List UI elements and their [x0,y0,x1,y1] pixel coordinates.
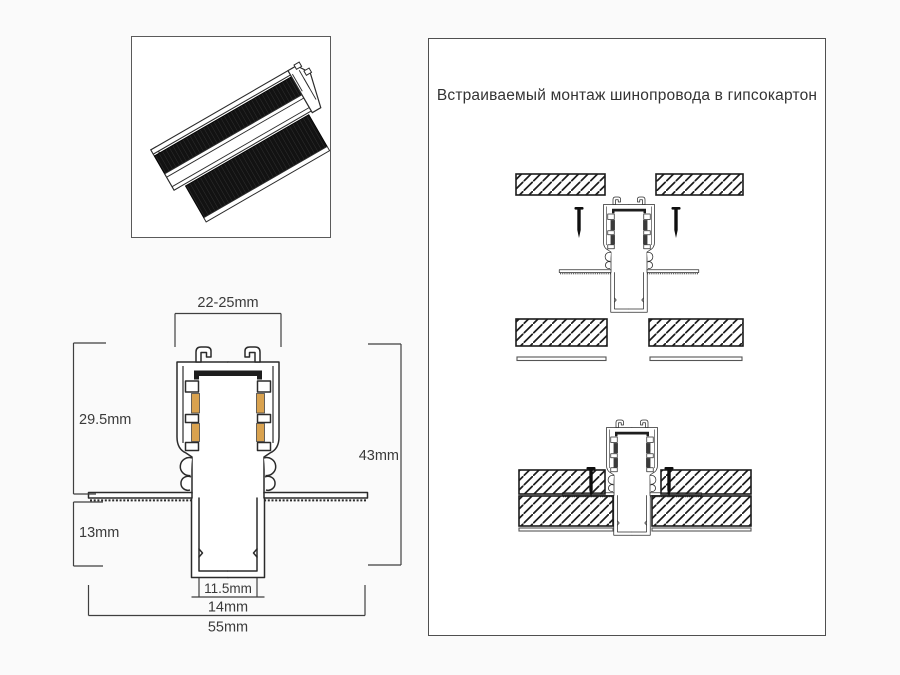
finishing-strip [649,356,743,362]
dim-label-top-width: 22-25mm [197,295,258,311]
installation-panel: Встраиваемый монтаж шинопровода в гипсок… [428,38,826,636]
drywall-slab [648,318,744,347]
cross-section-diagram: 22-25mm 29.5mm 43mm 13mm 11.5mm 14mm 55m… [72,295,402,636]
drywall-slab [515,173,606,196]
dim-label-channel-width: 14mm [208,600,248,616]
screw-icon [574,207,584,238]
dim-label-inner-width: 11.5mm [204,581,252,596]
screw-icon [671,207,681,238]
cover-bar [194,370,262,376]
finishing-strip [651,527,752,532]
drywall-slab [655,173,744,196]
track-profile-cross-section [87,346,369,579]
dim-label-lower-height: 13mm [79,525,119,541]
dim-label-overall-width: 55mm [208,620,248,636]
conductor-contact [191,393,200,414]
conductor-contact [191,423,200,442]
drywall-slab [651,495,752,527]
finishing-strip [518,527,614,532]
drywall-slab [660,469,752,495]
drywall-slab [518,495,614,527]
drywall-slab [515,318,608,347]
installation-diagrams [515,173,752,634]
dim-label-upper-height: 29.5mm [79,412,131,428]
panel-title: Встраиваемый монтаж шинопровода в гипсок… [436,87,818,104]
finishing-strip [516,356,607,362]
isometric-track-drawing-icon [150,61,330,223]
sheet-lower-edge [202,145,330,223]
dim-label-overall-height: 43mm [359,448,399,464]
isometric-view-box [131,36,331,238]
dimension-lines [72,312,402,617]
